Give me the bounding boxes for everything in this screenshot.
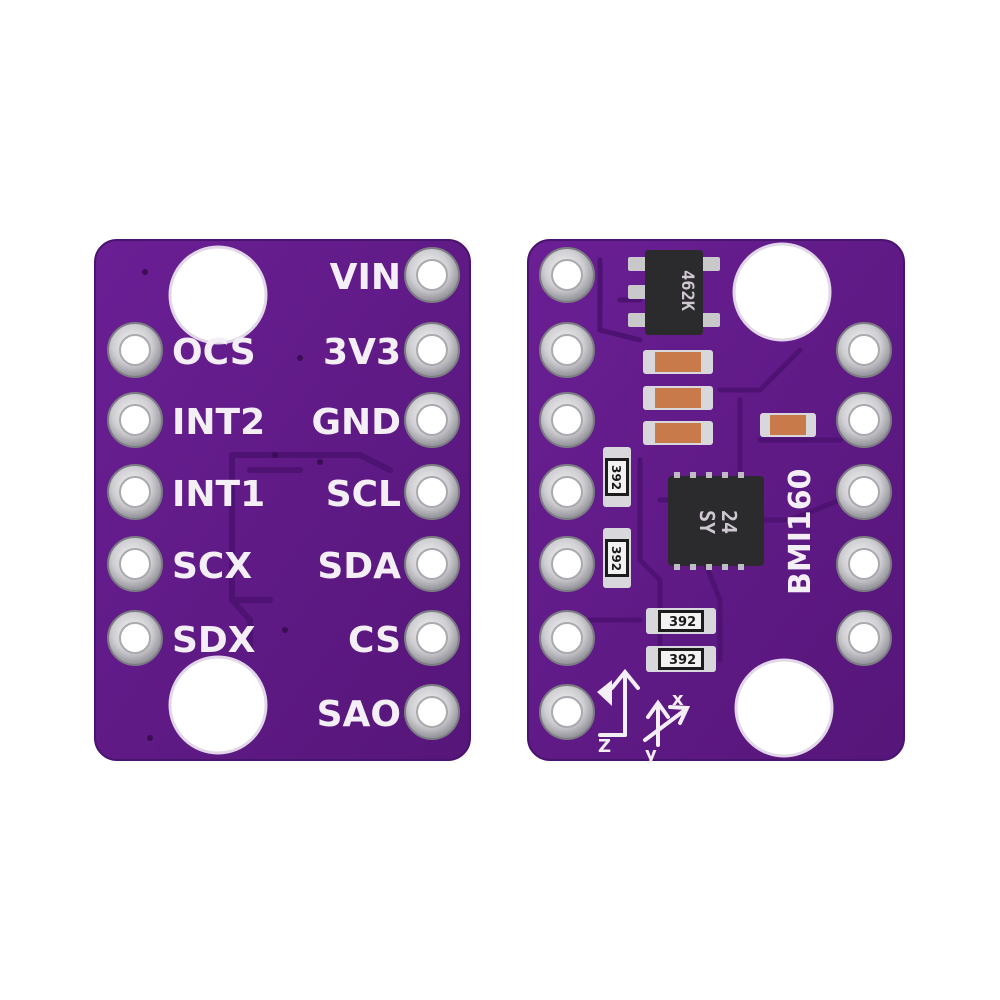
back-left-pad-7: [539, 684, 595, 740]
resistor-1: 392: [603, 447, 631, 507]
front-mount-hole-top: [168, 245, 268, 345]
front-right-pad-4: [404, 464, 460, 520]
front-pin-label-scl: SCL: [326, 474, 401, 515]
resistor-group: 392 392 392 392: [603, 447, 716, 672]
back-board: 462K: [527, 239, 905, 765]
regulator-marking: 462K: [677, 270, 697, 312]
front-pin-label-int2: INT2: [172, 402, 265, 443]
front-right-pad-2: [404, 322, 460, 378]
back-right-pad-1: [836, 322, 892, 378]
front-right-pad-1: [404, 247, 460, 303]
back-right-pad-4: [836, 536, 892, 592]
resistor-1-marking: 392: [609, 465, 623, 490]
front-pin-label-scx: SCX: [172, 546, 252, 587]
axis-label-x: x: [672, 689, 684, 710]
bmi160-sensor-chip: 24 SY: [668, 472, 764, 570]
front-pin-label-gnd: GND: [311, 402, 401, 443]
resistor-3: 392: [646, 608, 716, 634]
back-mount-hole-top: [732, 242, 832, 342]
front-left-pad-4: [107, 536, 163, 592]
front-left-pad-1: [107, 322, 163, 378]
back-left-pad-1: [539, 247, 595, 303]
front-pin-label-vin: VIN: [330, 257, 401, 298]
front-left-pad-5: [107, 610, 163, 666]
resistor-2-marking: 392: [609, 546, 623, 571]
back-left-pad-2: [539, 322, 595, 378]
model-label: BMI160: [783, 468, 818, 595]
back-right-pad-3: [836, 464, 892, 520]
front-right-pad-3: [404, 392, 460, 448]
capacitor-1: [643, 350, 713, 374]
resistor-4: 392: [646, 646, 716, 672]
sensor-marking-line1: 24: [717, 510, 741, 534]
front-pin-label-sda: SDA: [317, 546, 401, 587]
front-right-pad-5: [404, 536, 460, 592]
capacitor-2: [643, 386, 713, 410]
axis-orientation-diagram: [598, 668, 691, 747]
back-left-pad-3: [539, 392, 595, 448]
front-pin-label-ocs: OCS: [172, 332, 256, 373]
back-left-pad-6: [539, 610, 595, 666]
front-right-pad-7: [404, 684, 460, 740]
front-left-pad-2: [107, 392, 163, 448]
sensor-marking-line2: SY: [695, 510, 719, 534]
back-left-pin-column: [539, 247, 595, 740]
front-left-pad-3: [107, 464, 163, 520]
resistor-4-marking: 392: [669, 653, 696, 668]
back-mount-hole-bottom: [734, 658, 834, 758]
resistor-2: 392: [603, 528, 631, 588]
front-pin-label-3v3: 3V3: [323, 332, 401, 373]
capacitor-4: [760, 413, 816, 437]
resistor-3-marking: 392: [669, 615, 696, 630]
voltage-regulator-chip: 462K: [628, 250, 720, 335]
back-right-pad-2: [836, 392, 892, 448]
capacitor-3: [643, 421, 713, 445]
front-pin-label-int1: INT1: [172, 474, 265, 515]
axis-label-z: Z: [598, 736, 611, 757]
back-left-pad-5: [539, 536, 595, 592]
front-right-pad-6: [404, 610, 460, 666]
back-right-pad-5: [836, 610, 892, 666]
capacitor-group: [643, 350, 816, 445]
front-pin-label-sao: SAO: [317, 694, 401, 735]
front-pin-label-cs: CS: [348, 620, 401, 661]
front-mount-hole-bottom: [168, 655, 268, 755]
front-pcb: [94, 239, 471, 761]
axis-label-y: y: [645, 744, 657, 765]
front-trace: [229, 452, 393, 653]
back-right-pin-column: [836, 322, 892, 666]
axis-z-marker-icon: [597, 680, 612, 706]
front-pin-label-sdx: SDX: [172, 620, 256, 661]
front-vias: [142, 269, 323, 741]
back-left-pad-4: [539, 464, 595, 520]
